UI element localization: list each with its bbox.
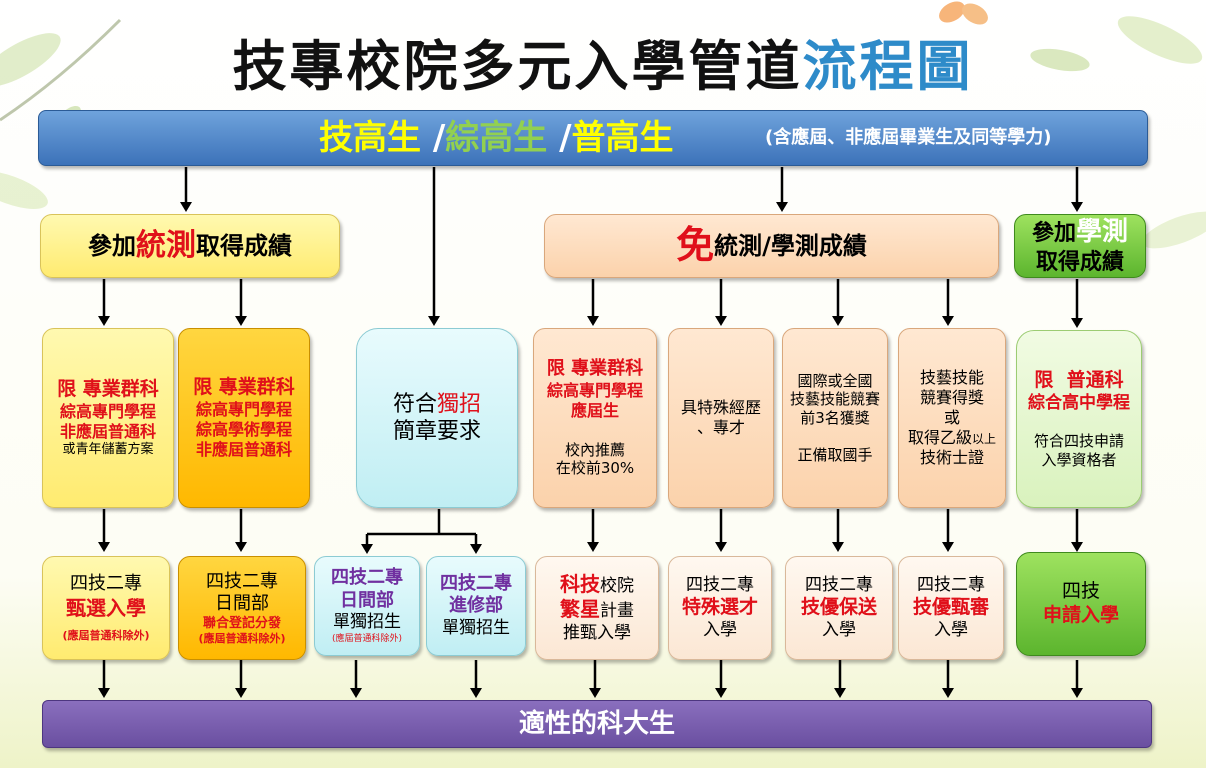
leaves-decoration-right xyxy=(1030,16,1206,249)
page-title: 技專校院多元入學管道流程圖 xyxy=(232,35,974,98)
header-tongce: 參加統測取得成績 xyxy=(40,214,340,278)
top-bar-student-types: 技高生 /綜高生 /普高生 (含應屆、非應屆畢業生及同等學力) xyxy=(38,110,1148,166)
channel-special-talent: 四技二專 特殊選才 入學 xyxy=(668,556,772,660)
channel-joint-registration: 四技二專 日間部 聯合登記分發 (應屆普通科除外) xyxy=(178,556,306,660)
student-types-label: 技高生 /綜高生 /普高生 xyxy=(319,118,674,158)
channel-independent-evening: 四技二專 進修部 單獨招生 xyxy=(426,556,526,656)
channel-skill-screening: 四技二專 技優甄審 入學 xyxy=(898,556,1004,660)
bottom-bar-outcome: 適性的科大生 xyxy=(42,700,1152,748)
channel-skill-recommend: 四技二專 技優保送 入學 xyxy=(785,556,893,660)
butterfly-icon xyxy=(939,1,988,25)
channel-star-program: 科技校院 繁星計畫 推甄入學 xyxy=(535,556,659,660)
req-special-talent: 具特殊經歷 、專才 xyxy=(668,328,774,508)
student-types-note: (含應屆、非應屆畢業生及同等學力) xyxy=(765,127,1052,148)
channel-selection-admission: 四技二專 甄選入學 (應屆普通科除外) xyxy=(42,556,170,660)
req-skill-screening: 技藝技能 競賽得獎 或 取得乙級以上 技術士證 xyxy=(898,328,1006,508)
req-tongce-selection: 限 專業群科 綜高專門學程 非應屆普通科 或青年儲蓄方案 xyxy=(42,328,174,508)
header-xuece: 參加學測 取得成績 xyxy=(1014,214,1146,278)
req-tongce-registration: 限 專業群科 綜高專門學程 綜高學術學程 非應屆普通科 xyxy=(178,328,310,508)
channel-independent-day: 四技二專 日間部 單獨招生 (應屆普通科除外) xyxy=(314,556,420,656)
req-independent: 符合獨招 簡章要求 xyxy=(356,328,518,508)
req-skill-recommend: 國際或全國 技藝技能競賽 前3名獲獎 正備取國手 xyxy=(782,328,888,508)
header-mian: 免統測/學測成績 xyxy=(544,214,999,278)
req-application: 限 普通科 綜合高中學程 符合四技申請 入學資格者 xyxy=(1016,330,1142,508)
req-star-program: 限 專業群科 綜高專門學程 應屆生 校內推薦 在校前30% xyxy=(533,328,657,508)
channel-application-admission: 四技 申請入學 xyxy=(1016,552,1146,656)
